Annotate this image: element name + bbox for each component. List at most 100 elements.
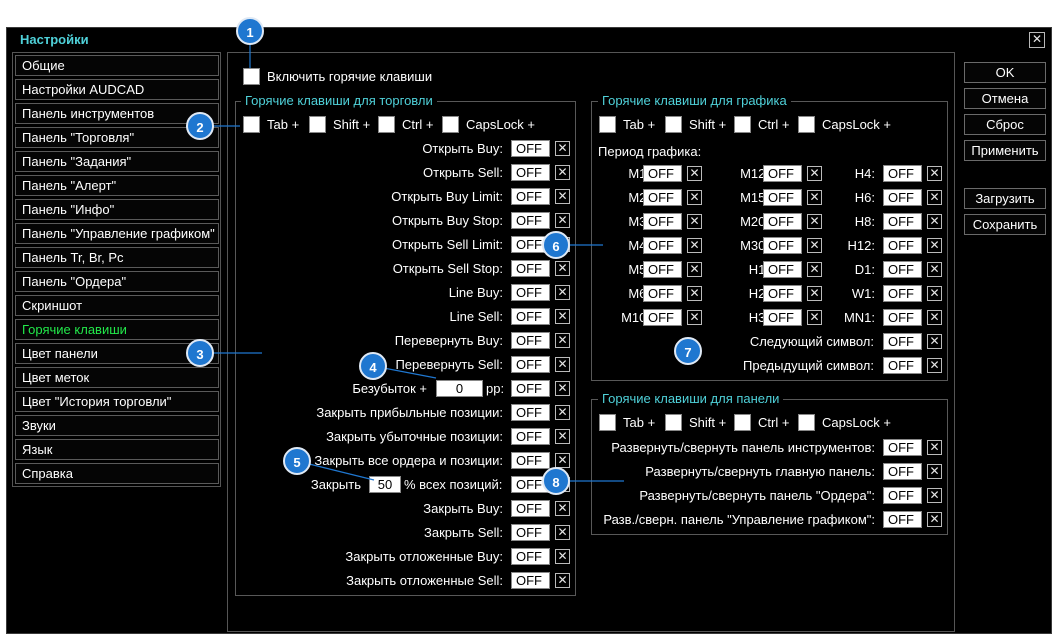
clear-hotkey-icon[interactable]: ✕: [555, 573, 570, 588]
period-hotkey-field[interactable]: OFF: [643, 189, 682, 206]
clear-hotkey-icon[interactable]: ✕: [555, 309, 570, 324]
trading-mod-caps-checkbox[interactable]: [442, 116, 459, 133]
clear-hotkey-icon[interactable]: ✕: [927, 166, 942, 181]
sidebar-item[interactable]: Скриншот: [15, 295, 219, 316]
chart-mod-caps-checkbox[interactable]: [798, 116, 815, 133]
period-hotkey-field[interactable]: OFF: [883, 261, 922, 278]
clear-hotkey-icon[interactable]: ✕: [555, 141, 570, 156]
next-symbol-clear-icon[interactable]: ✕: [927, 334, 942, 349]
clear-hotkey-icon[interactable]: ✕: [687, 166, 702, 181]
period-hotkey-field[interactable]: OFF: [763, 189, 802, 206]
prev-symbol-field[interactable]: OFF: [883, 357, 922, 374]
clear-hotkey-icon[interactable]: ✕: [687, 238, 702, 253]
clear-hotkey-icon[interactable]: ✕: [555, 189, 570, 204]
sidebar-item[interactable]: Горячие клавиши: [15, 319, 219, 340]
period-hotkey-field[interactable]: OFF: [763, 261, 802, 278]
sidebar-item[interactable]: Цвет "История торговли": [15, 391, 219, 412]
sidebar-item[interactable]: Панель "Инфо": [15, 199, 219, 220]
period-hotkey-field[interactable]: OFF: [763, 309, 802, 326]
period-hotkey-field[interactable]: OFF: [643, 237, 682, 254]
sidebar-item[interactable]: Панель инструментов: [15, 103, 219, 124]
clear-hotkey-icon[interactable]: ✕: [807, 262, 822, 277]
clear-hotkey-icon[interactable]: ✕: [687, 310, 702, 325]
trading-hotkey-field[interactable]: OFF: [511, 500, 550, 517]
trading-hotkey-field[interactable]: OFF: [511, 356, 550, 373]
clear-hotkey-icon[interactable]: ✕: [927, 286, 942, 301]
period-hotkey-field[interactable]: OFF: [883, 237, 922, 254]
prev-symbol-clear-icon[interactable]: ✕: [927, 358, 942, 373]
trading-hotkey-field[interactable]: OFF: [511, 428, 550, 445]
clear-hotkey-icon[interactable]: ✕: [555, 429, 570, 444]
trading-hotkey-field[interactable]: OFF: [511, 572, 550, 589]
trading-hotkey-field[interactable]: OFF: [511, 164, 550, 181]
sidebar-item[interactable]: Язык: [15, 439, 219, 460]
chart-mod-tab-checkbox[interactable]: [599, 116, 616, 133]
sidebar-item[interactable]: Панель Tr, Br, Pc: [15, 247, 219, 268]
trading-mod-tab-checkbox[interactable]: [243, 116, 260, 133]
clear-hotkey-icon[interactable]: ✕: [687, 262, 702, 277]
sidebar-item[interactable]: Справка: [15, 463, 219, 484]
clear-hotkey-icon[interactable]: ✕: [555, 453, 570, 468]
clear-hotkey-icon[interactable]: ✕: [807, 166, 822, 181]
clear-hotkey-icon[interactable]: ✕: [927, 190, 942, 205]
sidebar-item[interactable]: Панель "Ордера": [15, 271, 219, 292]
panel-mod-tab-checkbox[interactable]: [599, 414, 616, 431]
trading-hotkey-field[interactable]: OFF: [511, 308, 550, 325]
clear-hotkey-icon[interactable]: ✕: [555, 525, 570, 540]
clear-hotkey-icon[interactable]: ✕: [555, 165, 570, 180]
period-hotkey-field[interactable]: OFF: [643, 165, 682, 182]
clear-hotkey-icon[interactable]: ✕: [927, 512, 942, 527]
period-hotkey-field[interactable]: OFF: [883, 213, 922, 230]
clear-hotkey-icon[interactable]: ✕: [927, 214, 942, 229]
sidebar-item[interactable]: Цвет панели: [15, 343, 219, 364]
clear-hotkey-icon[interactable]: ✕: [807, 238, 822, 253]
period-hotkey-field[interactable]: OFF: [763, 165, 802, 182]
trading-mod-shift-checkbox[interactable]: [309, 116, 326, 133]
period-hotkey-field[interactable]: OFF: [883, 165, 922, 182]
panel-mod-caps-checkbox[interactable]: [798, 414, 815, 431]
panel-hotkey-field[interactable]: OFF: [883, 487, 922, 504]
ok-button[interactable]: OK: [964, 62, 1046, 83]
sidebar-item[interactable]: Настройки AUDCAD: [15, 79, 219, 100]
period-hotkey-field[interactable]: OFF: [643, 285, 682, 302]
close-percent-input[interactable]: 50: [369, 476, 401, 493]
sidebar-item[interactable]: Общие: [15, 55, 219, 76]
clear-hotkey-icon[interactable]: ✕: [927, 464, 942, 479]
trading-hotkey-field[interactable]: OFF: [511, 284, 550, 301]
trading-hotkey-field[interactable]: OFF: [511, 212, 550, 229]
period-hotkey-field[interactable]: OFF: [763, 285, 802, 302]
trading-hotkey-field[interactable]: OFF: [511, 260, 550, 277]
save-button[interactable]: Сохранить: [964, 214, 1046, 235]
trading-hotkey-field[interactable]: OFF: [511, 380, 550, 397]
clear-hotkey-icon[interactable]: ✕: [687, 214, 702, 229]
clear-hotkey-icon[interactable]: ✕: [807, 190, 822, 205]
enable-hotkeys-checkbox[interactable]: [243, 68, 260, 85]
trading-hotkey-field[interactable]: OFF: [511, 524, 550, 541]
sidebar-item[interactable]: Панель "Торговля": [15, 127, 219, 148]
period-hotkey-field[interactable]: OFF: [883, 189, 922, 206]
period-hotkey-field[interactable]: OFF: [883, 309, 922, 326]
clear-hotkey-icon[interactable]: ✕: [927, 310, 942, 325]
next-symbol-field[interactable]: OFF: [883, 333, 922, 350]
panel-hotkey-field[interactable]: OFF: [883, 439, 922, 456]
clear-hotkey-icon[interactable]: ✕: [687, 286, 702, 301]
clear-hotkey-icon[interactable]: ✕: [555, 501, 570, 516]
sidebar-item[interactable]: Цвет меток: [15, 367, 219, 388]
period-hotkey-field[interactable]: OFF: [763, 237, 802, 254]
clear-hotkey-icon[interactable]: ✕: [927, 238, 942, 253]
trading-hotkey-field[interactable]: OFF: [511, 548, 550, 565]
panel-mod-ctrl-checkbox[interactable]: [734, 414, 751, 431]
trading-hotkey-field[interactable]: OFF: [511, 188, 550, 205]
sidebar-item[interactable]: Панель "Задания": [15, 151, 219, 172]
reset-button[interactable]: Сброс: [964, 114, 1046, 135]
clear-hotkey-icon[interactable]: ✕: [555, 261, 570, 276]
clear-hotkey-icon[interactable]: ✕: [807, 214, 822, 229]
clear-hotkey-icon[interactable]: ✕: [807, 310, 822, 325]
chart-mod-shift-checkbox[interactable]: [665, 116, 682, 133]
panel-hotkey-field[interactable]: OFF: [883, 463, 922, 480]
period-hotkey-field[interactable]: OFF: [643, 213, 682, 230]
period-hotkey-field[interactable]: OFF: [763, 213, 802, 230]
clear-hotkey-icon[interactable]: ✕: [555, 213, 570, 228]
breakeven-points-input[interactable]: 0: [436, 380, 483, 397]
chart-mod-ctrl-checkbox[interactable]: [734, 116, 751, 133]
